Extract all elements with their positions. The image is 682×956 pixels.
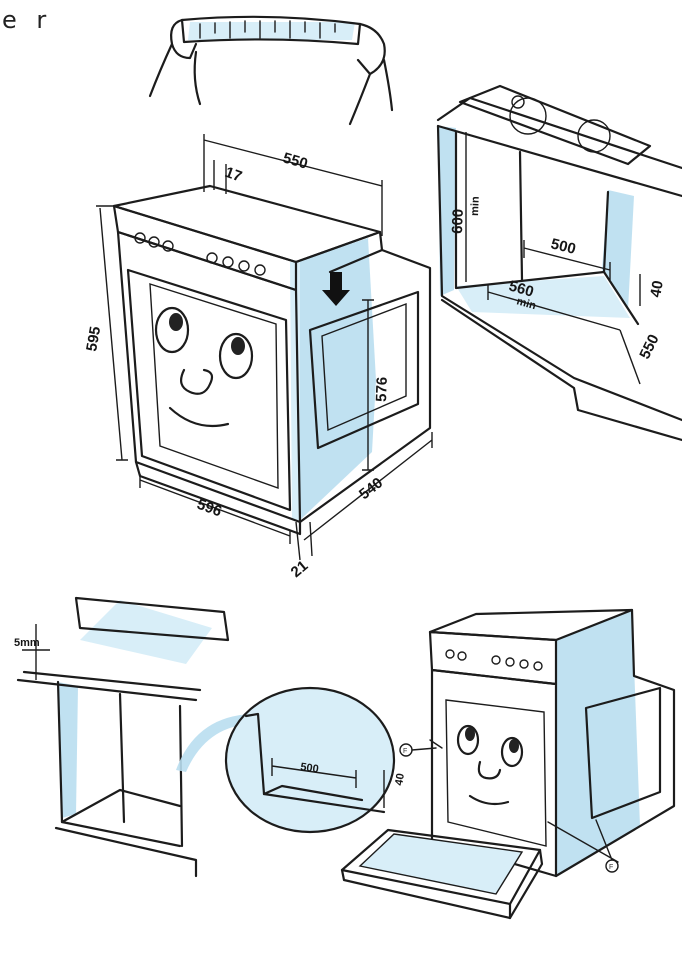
cabinet-niche-top (436, 84, 682, 442)
dim-top-offset: 17 (223, 164, 244, 186)
dim-width-inner: 500 (549, 235, 577, 258)
cabinet-niche-bottom (16, 596, 230, 878)
oven-dimension-lines (96, 134, 433, 561)
screw-label-left: F (403, 748, 407, 755)
dim-width-min: 560 (507, 278, 536, 301)
dim-detail-depth: 40 (393, 772, 407, 786)
dim-width-min-unit: min (515, 295, 537, 312)
oven-top-view (112, 184, 432, 536)
dim-width-front: 596 (195, 496, 224, 521)
dim-bottom-offset: 21 (288, 557, 312, 581)
dim-detail-width: 500 (300, 761, 320, 775)
dim-width-top: 550 (281, 150, 310, 173)
dim-depth: 550 (636, 332, 662, 362)
cabinet-dimension-lines (465, 132, 641, 385)
screw-label-right: F (609, 864, 613, 871)
dim-height: 595 (83, 325, 104, 353)
detail-magnifier (224, 686, 396, 834)
measuring-tape-illustration (148, 15, 394, 126)
dim-gap: 40 (647, 279, 667, 298)
dim-height-min: 600 (449, 209, 467, 235)
dim-depth-inner: 576 (373, 377, 391, 403)
dim-cabinet-gap: 5mm (14, 637, 40, 649)
header-partial-text: e r (2, 6, 53, 34)
oven-open-door-view (340, 608, 676, 920)
dim-height-min-unit: min (469, 196, 482, 216)
